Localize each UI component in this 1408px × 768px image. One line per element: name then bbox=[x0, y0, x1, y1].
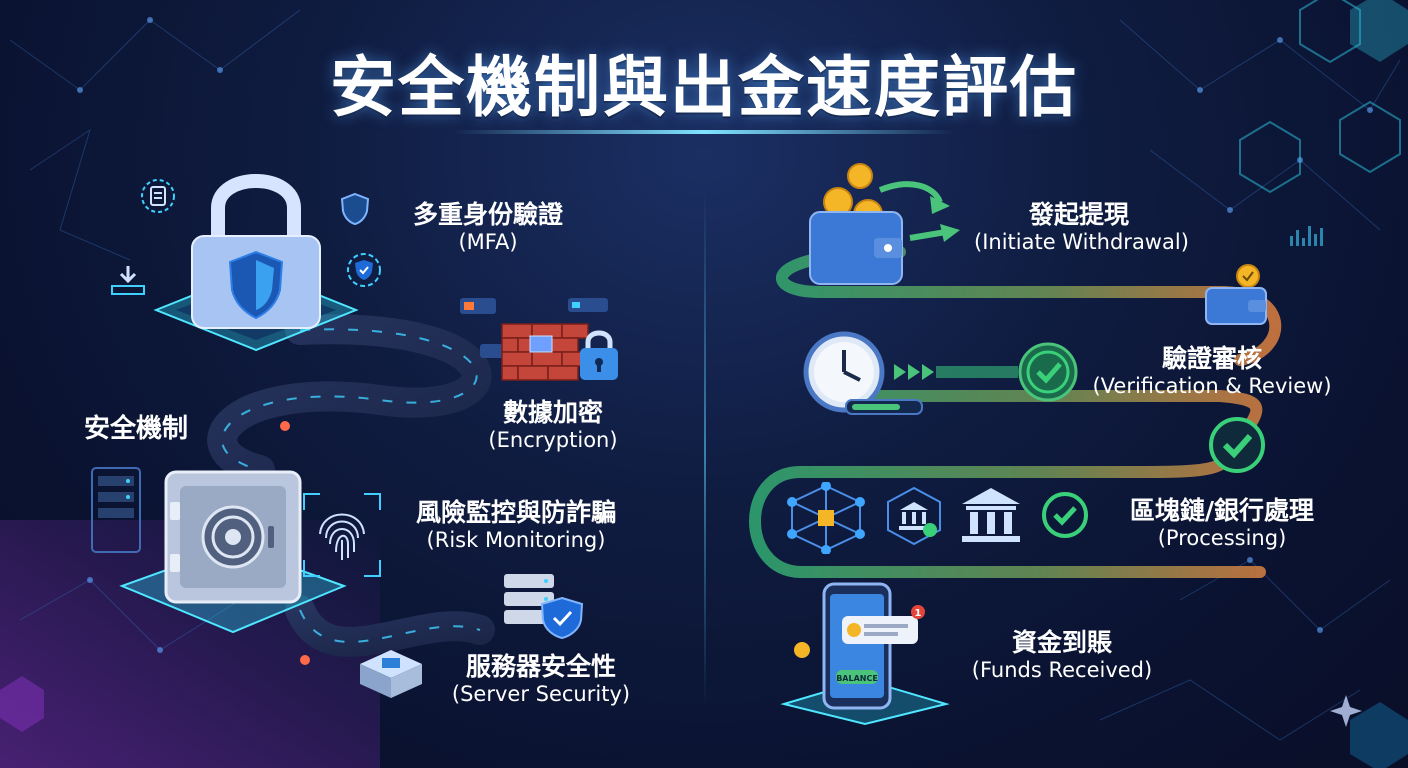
small-wallet-icon bbox=[1205, 264, 1267, 325]
bank-hexagon-icon bbox=[887, 486, 941, 546]
encryption-title: 數據加密 bbox=[502, 398, 603, 427]
processing-subtitle: (Processing) bbox=[1157, 526, 1287, 550]
verification-subtitle: (Verification & Review) bbox=[1092, 374, 1332, 398]
wallet-coins-icon bbox=[809, 163, 960, 285]
risk-monitoring-subtitle: (Risk Monitoring) bbox=[426, 528, 606, 552]
center-divider bbox=[704, 190, 706, 710]
server-security-label: 服務器安全性 (Server Security) bbox=[446, 652, 636, 707]
server-shield-icon bbox=[504, 574, 584, 640]
funds-received-title: 資金到賬 bbox=[1011, 628, 1112, 657]
funds-received-label: 資金到賬 (Funds Received) bbox=[966, 628, 1158, 683]
verification-label: 驗證審核 (Verification & Review) bbox=[1090, 344, 1334, 399]
processing-title: 區塊鏈/銀行處理 bbox=[1129, 496, 1315, 525]
smartphone-notification-icon: 1 BALANCE bbox=[780, 582, 950, 726]
vault-safe-icon bbox=[119, 470, 347, 634]
server-security-title: 服務器安全性 bbox=[465, 652, 616, 681]
server-rack-icon bbox=[91, 467, 141, 553]
funds-received-subtitle: (Funds Received) bbox=[971, 658, 1153, 682]
mfa-subtitle: (MFA) bbox=[458, 230, 518, 254]
risk-monitoring-label: 風險監控與防詐騙 (Risk Monitoring) bbox=[398, 498, 634, 553]
blockchain-cube-icon bbox=[787, 482, 865, 554]
page-title: 安全機制與出金速度評估 bbox=[330, 49, 1078, 126]
check-circle-icon bbox=[1042, 492, 1088, 538]
balance-button-label: BALANCE bbox=[836, 674, 878, 683]
mfa-title: 多重身份驗證 bbox=[412, 200, 563, 229]
small-shield-icon bbox=[340, 192, 370, 226]
initiate-withdrawal-label: 發起提現 (Initiate Withdrawal) bbox=[974, 200, 1189, 255]
verification-title: 驗證審核 bbox=[1161, 344, 1262, 373]
mfa-label: 多重身份驗證 (MFA) bbox=[398, 200, 578, 255]
shield-check-icon bbox=[347, 253, 381, 287]
server-security-subtitle: (Server Security) bbox=[451, 682, 631, 706]
encryption-subtitle: (Encryption) bbox=[488, 428, 618, 452]
firewall-lock-icon bbox=[460, 298, 618, 381]
encryption-label: 數據加密 (Encryption) bbox=[478, 398, 628, 453]
processing-label: 區塊鏈/銀行處理 (Processing) bbox=[1100, 496, 1344, 551]
notification-count: 1 bbox=[915, 608, 922, 619]
initiate-withdrawal-title: 發起提現 bbox=[1028, 200, 1129, 229]
chip-icon bbox=[360, 650, 422, 698]
check-badge-icon bbox=[1209, 417, 1265, 473]
title-underline-glow bbox=[454, 130, 954, 134]
risk-monitoring-title: 風險監控與防詐騙 bbox=[415, 498, 616, 527]
document-icon bbox=[141, 179, 175, 213]
initiate-withdrawal-subtitle: (Initiate Withdrawal) bbox=[974, 230, 1189, 254]
download-icon bbox=[111, 266, 145, 295]
stopwatch-icon bbox=[803, 331, 1078, 415]
bank-building-icon bbox=[962, 488, 1020, 542]
fingerprint-icon bbox=[303, 493, 381, 577]
security-section-label: 安全機制 bbox=[84, 414, 189, 444]
padlock-shield-icon bbox=[153, 174, 359, 352]
